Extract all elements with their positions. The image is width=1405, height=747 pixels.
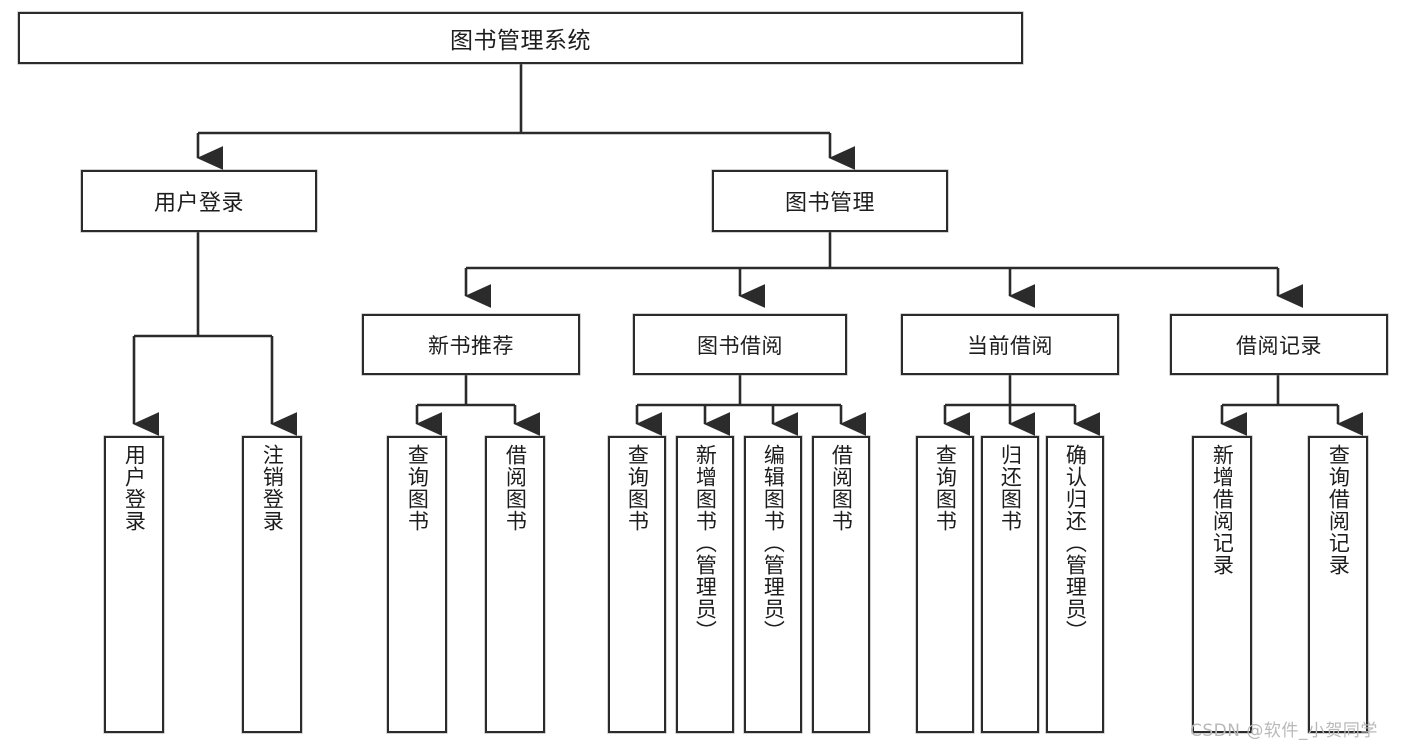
node-borrow-record[interactable]: 借阅记录 (1170, 314, 1388, 375)
node-label: 新书推荐 (428, 333, 514, 358)
node-label: 新增借阅记录 (1210, 444, 1235, 576)
leaf-current-query-book[interactable]: 查询图书 (916, 436, 974, 733)
node-system-root[interactable]: 图书管理系统 (18, 12, 1023, 64)
node-label: 注销登录 (260, 444, 285, 532)
leaf-record-query-borrow-record[interactable]: 查询借阅记录 (1308, 436, 1368, 733)
leaf-borrow-edit-book-admin[interactable]: 编辑图书（管理员） (744, 436, 802, 733)
node-label: 用户登录 (122, 444, 147, 532)
node-label: 查询图书 (625, 444, 650, 532)
node-book-management[interactable]: 图书管理 (712, 170, 948, 232)
node-current-borrow[interactable]: 当前借阅 (901, 314, 1119, 375)
node-label: 编辑图书（管理员） (761, 444, 786, 642)
node-label: 查询借阅记录 (1326, 444, 1351, 576)
node-user-login[interactable]: 用户登录 (81, 170, 317, 232)
leaf-record-add-borrow-record[interactable]: 新增借阅记录 (1192, 436, 1252, 733)
node-label: 查询图书 (933, 444, 958, 532)
leaf-user-logout[interactable]: 注销登录 (242, 436, 302, 733)
node-label: 图书管理 (784, 191, 875, 216)
leaf-borrow-add-book-admin[interactable]: 新增图书（管理员） (676, 436, 734, 733)
leaf-borrow-query-book[interactable]: 查询图书 (608, 436, 666, 733)
leaf-user-login[interactable]: 用户登录 (104, 436, 164, 733)
node-label: 图书借阅 (697, 333, 783, 358)
node-label: 用户登录 (153, 191, 244, 216)
node-label: 借阅记录 (1236, 333, 1322, 358)
node-label: 查询图书 (405, 444, 430, 532)
leaf-borrow-borrow-book[interactable]: 借阅图书 (812, 436, 870, 733)
leaf-recommend-query-book[interactable]: 查询图书 (387, 436, 447, 733)
node-label: 新增图书（管理员） (693, 444, 718, 642)
node-book-borrow[interactable]: 图书借阅 (633, 314, 847, 375)
node-new-book-recommend[interactable]: 新书推荐 (362, 314, 580, 375)
leaf-current-return-book[interactable]: 归还图书 (981, 436, 1039, 733)
leaf-recommend-borrow-book[interactable]: 借阅图书 (485, 436, 545, 733)
node-label: 图书管理系统 (450, 28, 591, 54)
node-label: 确认归还（管理员） (1063, 444, 1088, 642)
node-label: 当前借阅 (967, 333, 1053, 358)
node-label: 归还图书 (998, 444, 1023, 532)
node-label: 借阅图书 (503, 444, 528, 532)
node-label: 借阅图书 (829, 444, 854, 532)
leaf-current-confirm-return-admin[interactable]: 确认归还（管理员） (1046, 436, 1104, 733)
csdn-watermark: CSDN @软件_小贺同学 (1190, 721, 1378, 741)
